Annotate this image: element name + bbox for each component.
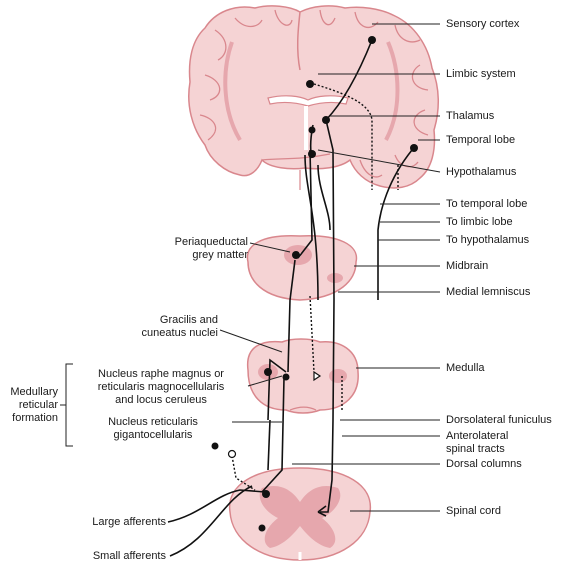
neuron-somas: [211, 36, 418, 532]
hypothalamus-neuron: [308, 150, 316, 158]
dotted-pathways: [231, 83, 399, 491]
label-medulla: Medulla: [446, 362, 485, 374]
label-periaqueductal-1: Periaqueductal: [174, 236, 248, 248]
label-raphe-3: and locus ceruleus: [115, 394, 207, 406]
to-hypothalamus-path: [377, 149, 413, 300]
temporal-branch: [317, 164, 331, 231]
cord-ventral-neuron: [258, 524, 266, 532]
dorsal-column-path: [267, 358, 287, 421]
grey-matter-band: [223, 41, 400, 142]
label-temporal-lobe: Temporal lobe: [446, 134, 516, 146]
label-sensory-cortex: Sensory cortex: [446, 18, 520, 30]
label-dorsolateral-funiculus: Dorsolateral funiculus: [446, 414, 552, 426]
raphe-neuron: [264, 368, 272, 376]
label-thalamus: Thalamus: [446, 110, 495, 122]
label-large-afferents: Large afferents: [92, 516, 166, 528]
label-gracilis-1: Gracilis and: [159, 314, 218, 326]
limbic-neuron: [306, 80, 314, 88]
medulla-terminal-open: [313, 370, 322, 382]
label-spinal-cord: Spinal cord: [446, 505, 502, 517]
leader-lines: [60, 23, 441, 512]
label-medial-lemniscus: Medial lemniscus: [446, 286, 531, 298]
pag-neuron: [292, 251, 300, 259]
small-afferent-path: [169, 485, 253, 557]
label-raphe-1: Nucleus raphe magnus or: [98, 368, 224, 380]
label-giganto-1: Nucleus reticularis: [108, 416, 198, 428]
label-hypothalamus: Hypothalamus: [446, 166, 517, 178]
label-medullary-2: reticular: [18, 399, 58, 411]
midbrain-outline: [246, 235, 358, 301]
thalamus-neuron: [322, 116, 330, 124]
dotted-small-afferent: [231, 455, 256, 491]
label-raphe-2: reticularis magnocellularis: [97, 381, 225, 393]
cord-terminal: [317, 505, 327, 517]
cord-dorsal-neuron: [262, 490, 270, 498]
label-gracilis-2: cuneatus nuclei: [141, 327, 218, 339]
lateral-fissure: [261, 153, 331, 161]
medulla-bottom-notch: [289, 406, 317, 411]
label-to-limbic-lobe: To limbic lobe: [446, 216, 513, 228]
lateral-ventricles: [267, 95, 349, 107]
label-to-temporal-lobe: To temporal lobe: [446, 198, 528, 210]
spinal-grey-matter: [259, 485, 341, 548]
anterolateral-tract: [320, 119, 335, 513]
temporal-neuron: [410, 144, 418, 152]
large-afferent-path: [167, 489, 266, 523]
label-medullary-1: Medullary: [10, 386, 58, 398]
label-anterolateral-2: spinal tracts: [446, 443, 505, 455]
dotted-cord: [309, 295, 315, 373]
spinal-cord-section: [228, 467, 372, 561]
cord-left-dorsal: [267, 419, 271, 471]
label-to-hypothalamus: To hypothalamus: [446, 234, 530, 246]
label-giganto-2: gigantocellularis: [113, 429, 193, 441]
label-dorsal-columns: Dorsal columns: [446, 458, 522, 470]
neural-pathways: [167, 39, 413, 557]
midbrain-section: [246, 235, 358, 301]
medulla-to-cord: [261, 377, 285, 493]
medulla-right-nucleus: [329, 369, 347, 383]
descending-path: [297, 149, 313, 259]
label-periaqueductal-2: grey matter: [192, 249, 248, 261]
limbic-branch: [304, 154, 319, 301]
label-limbic-system: Limbic system: [446, 68, 516, 80]
cortex-neuron: [368, 36, 376, 44]
giganto-neuron: [282, 373, 290, 381]
reticular-descending: [287, 259, 296, 373]
label-midbrain: Midbrain: [446, 260, 489, 272]
small-afferent-ganglion: [227, 449, 237, 459]
medulla-outline: [247, 338, 359, 414]
label-anterolateral-1: Anterolateral: [446, 430, 509, 442]
large-afferent-ganglion: [211, 442, 219, 450]
longitudinal-fissure: [296, 11, 301, 71]
brain-section: [188, 5, 440, 190]
label-small-afferents: Small afferents: [92, 550, 166, 562]
thalamo-cortical: [325, 39, 373, 121]
medial-lemniscus-mark: [327, 273, 343, 283]
label-medullary-3: formation: [12, 412, 58, 424]
dotted-limbic: [313, 83, 373, 190]
thalamus-neuron-2: [308, 126, 316, 134]
